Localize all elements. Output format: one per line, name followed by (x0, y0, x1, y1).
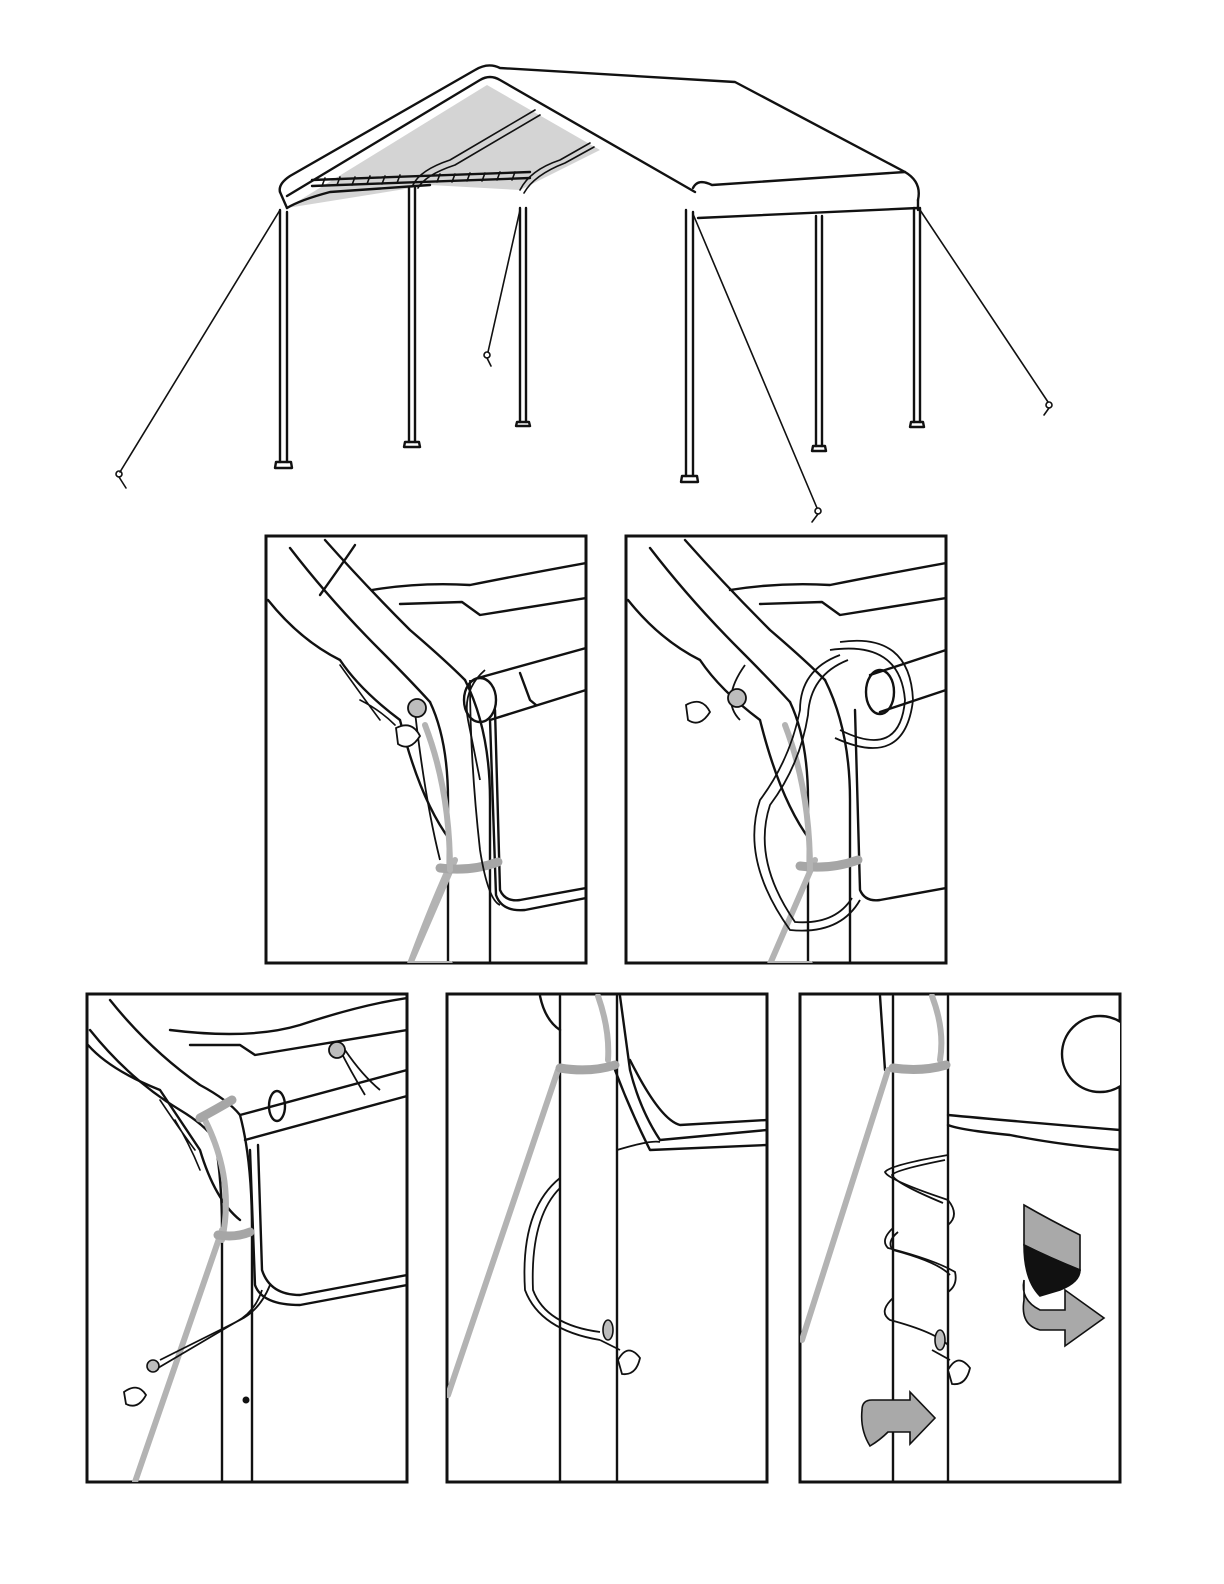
panel-2-hook (728, 689, 746, 707)
step-panel-2-bungee-wrap (626, 536, 946, 964)
canopy-leg-front-middle (404, 188, 420, 447)
step-panel-5-spiral-twist (800, 994, 1138, 1482)
canopy-leg-front-right (681, 210, 698, 482)
panel-5-hook (935, 1330, 945, 1350)
canopy-leg-back-middle (812, 216, 826, 451)
canopy-guy-ropes (116, 210, 1052, 522)
step-panel-3-corner-view (87, 994, 407, 1482)
canopy-leg-front-left (275, 210, 292, 468)
canopy-leg-back-right (910, 208, 924, 427)
panel-4-rope-band (560, 1065, 615, 1070)
panel-1-hook (408, 699, 426, 717)
canopy-side-edge (698, 208, 918, 218)
panel-3-rope-band-bottom (218, 1232, 250, 1236)
panel-3-hook-top (329, 1042, 345, 1058)
panel-4-hook (603, 1320, 613, 1340)
panel-5-rope-band (893, 1065, 946, 1069)
canopy-leg-back-left (516, 208, 530, 426)
canopy-overview (116, 65, 1052, 522)
step-panel-1-bungee-loop (266, 536, 586, 964)
step-panel-4-hook-leg (447, 994, 767, 1482)
panel-2-frame (626, 536, 946, 963)
canopy-corner-left (280, 192, 287, 208)
panel-1-frame (266, 536, 586, 963)
panel-3-frame (87, 994, 407, 1482)
panel-3-hook (147, 1360, 159, 1372)
canopy-roof-underside (287, 85, 600, 208)
canopy-eave-right (693, 172, 905, 188)
step-marker-circle-icon (1062, 1016, 1138, 1092)
